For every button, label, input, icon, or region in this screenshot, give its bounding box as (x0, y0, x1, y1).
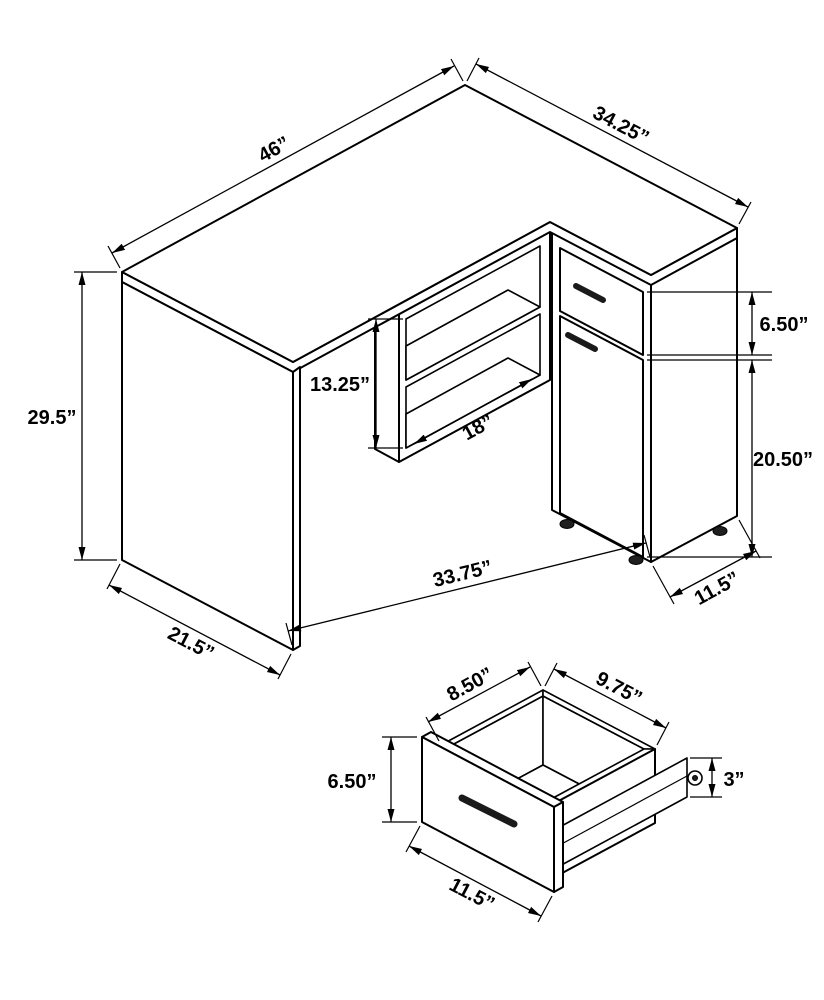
cabinet-foot-end (712, 526, 728, 536)
dimension-drawer-front-height: 6.50” (328, 736, 417, 823)
shelf-floor-upper (405, 289, 541, 381)
dimension-line (413, 378, 533, 445)
cabinet-end-panel (650, 237, 738, 563)
slide-rail-groove (555, 775, 688, 848)
side-depth-label: 21.5” (164, 623, 218, 665)
dimension-front-span: 33.75” (285, 534, 651, 646)
drawer-front-width-label: 11.5” (446, 874, 499, 916)
dimension-shelf-opening-height: 13.25” (310, 318, 403, 449)
extension-line (652, 565, 675, 605)
rail-height-label: 3” (723, 769, 744, 791)
cabinet-foot-front-right (628, 555, 644, 565)
extension-line (466, 57, 480, 82)
shelf-opening-height-label: 13.25” (310, 374, 370, 396)
return-depth-label: 34.25” (589, 102, 652, 149)
storage-cabinet (551, 231, 738, 565)
extension-line (738, 519, 761, 559)
cabinet-foot-front-left (559, 519, 575, 529)
cabinet-width-label: 11.5” (691, 568, 744, 610)
side-panel-front-edge (292, 366, 301, 651)
drawer-front-height-label: 6.50” (328, 771, 377, 793)
door-handle (565, 332, 598, 352)
dimension-rail-height: 3” (690, 757, 745, 798)
extension-line (277, 653, 292, 680)
dimension-desk-height: 29.5” (28, 271, 117, 561)
assembled-desk-drawing: 46” 34.25” 29.5” 21.5” (28, 57, 813, 680)
extension-line (527, 661, 542, 687)
dimension-line (108, 584, 281, 676)
drawer-handle (573, 283, 606, 303)
dimension-line (669, 550, 757, 598)
drawer-detail-drawing: 8.50” 9.75” 6.50” 3” (328, 661, 745, 923)
door-height-label: 20.50” (753, 449, 813, 471)
dimension-line (111, 65, 455, 254)
extension-line (405, 825, 421, 853)
drawer-height-label: 6.50” (760, 314, 809, 336)
extension-line (450, 58, 464, 82)
desk-height-label: 29.5” (28, 407, 77, 429)
dimension-line (475, 63, 749, 208)
extension-line (285, 622, 293, 646)
side-panel-face (121, 281, 294, 651)
dimension-line (427, 666, 531, 723)
extension-line (537, 895, 553, 923)
desk-length-label: 46” (255, 132, 294, 167)
extension-line (643, 534, 651, 558)
dimension-line (553, 668, 667, 729)
front-span-label: 33.75” (431, 556, 495, 592)
dimension-line (408, 845, 542, 917)
extension-line (544, 662, 558, 687)
dimension-door-height: 20.50” (647, 359, 813, 558)
extension-line (107, 245, 121, 269)
drawer-front-side-edge (553, 801, 564, 893)
dimension-drawer-height: 6.50” (647, 291, 809, 356)
dimension-line (287, 542, 647, 632)
slide-rail-wheel-hub (692, 775, 698, 781)
extension-line (738, 201, 752, 225)
drawer-detail-handle (458, 794, 518, 828)
extension-line (656, 721, 670, 746)
